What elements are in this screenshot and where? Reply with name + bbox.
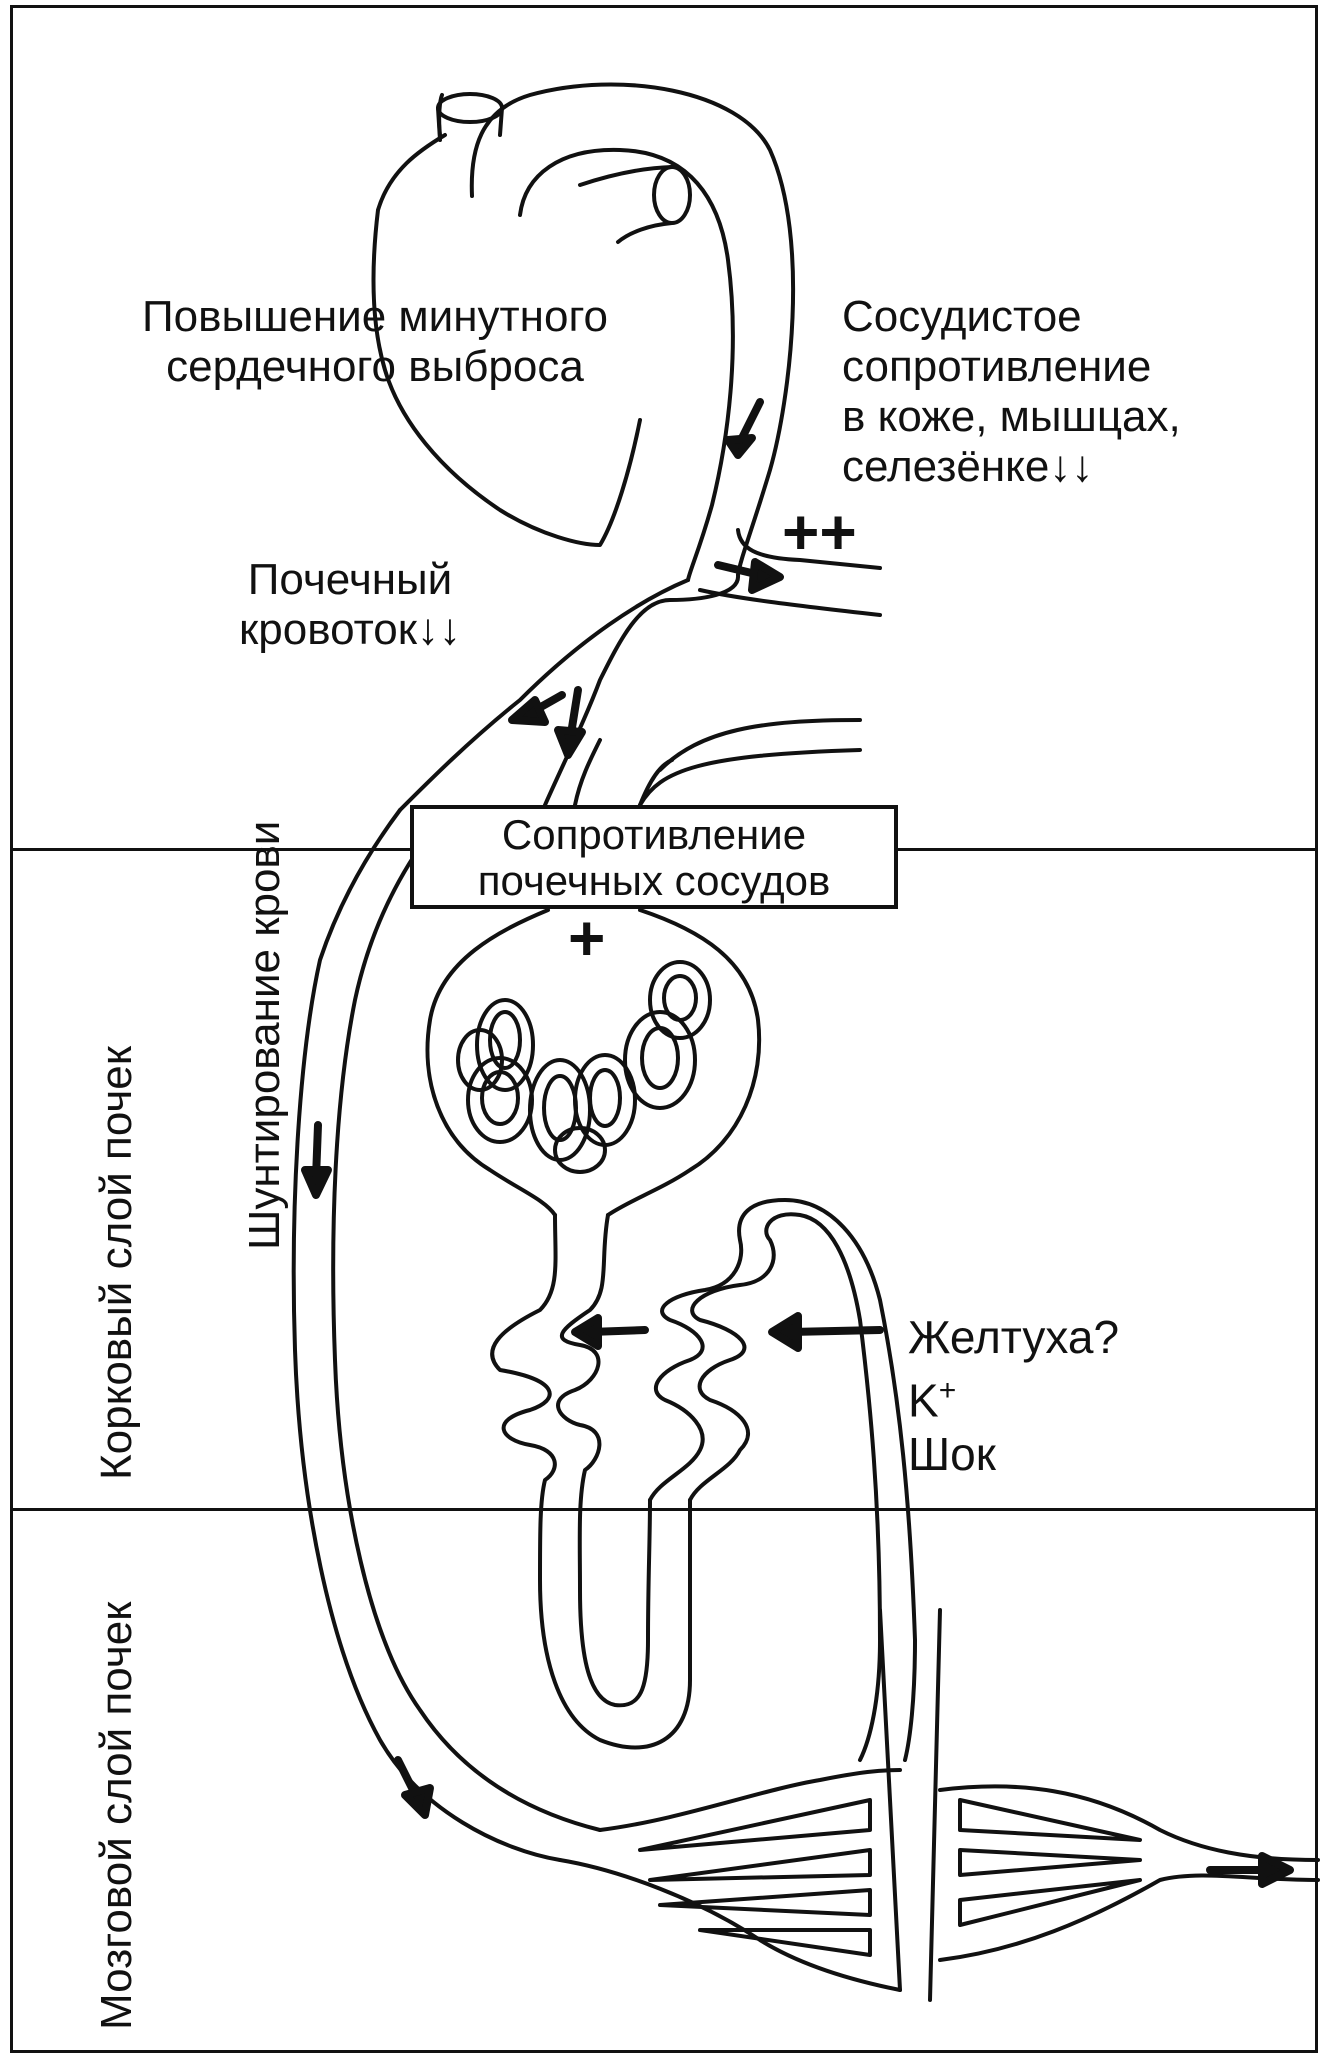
potassium-base: K [908, 1374, 939, 1427]
aorta [469, 82, 796, 582]
vasa-recta [558, 1608, 1320, 2002]
renal-vessel-resistance-line-2: почечных сосудов [477, 857, 831, 904]
medulla-boundary-line [10, 1508, 1318, 1511]
nephron-tubule [490, 1198, 917, 1762]
vascular-resistance-line-3: в коже, мышцах, [842, 392, 1181, 441]
renal-vessel-resistance-box: Сопротивление почечных сосудов [410, 805, 898, 909]
vascular-resistance-line-1: Сосудистое [842, 292, 1082, 341]
potassium-text: K+ [908, 1364, 1119, 1427]
vascular-resistance-line-2: сопротивление [842, 342, 1152, 391]
diagram-frame [10, 5, 1318, 2053]
flow-arrow-icon [301, 398, 1294, 1888]
renal-blood-flow-line-1: Почечный [247, 555, 453, 604]
cardiac-output-line-2: сердечного выброса [166, 342, 584, 391]
shock-text: Шок [908, 1428, 996, 1481]
vascular-resistance-label: Сосудистое сопротивление в коже, мышцах,… [842, 292, 1181, 492]
jaundice-text: Желтуха? [908, 1311, 1120, 1363]
renal-blood-flow-label: Почечный кровоток↓↓ [210, 555, 490, 655]
cortex-label: Корковый слой почек [92, 1045, 141, 1480]
renal-blood-flow-line-2: кровоток↓↓ [239, 605, 461, 654]
factors-label: Желтуха? K+ Шок [908, 1310, 1119, 1481]
shunting-label: Шунтирование крови [240, 820, 289, 1250]
cardiac-output-line-1: Повышение минутного [141, 292, 609, 341]
shunt-vessel [291, 808, 602, 1862]
plus-plus-sign: ++ [782, 496, 857, 568]
plus-sign: + [568, 902, 606, 974]
vascular-resistance-line-4: селезёнке↓↓ [842, 442, 1094, 491]
medulla-label: Мозговой слой почек [92, 1601, 141, 2030]
cardiac-output-label: Повышение минутного сердечного выброса [105, 292, 645, 392]
peripheral-branch [698, 528, 882, 617]
renal-vessel-resistance-line-1: Сопротивление [501, 811, 807, 858]
potassium-sup: + [938, 1374, 957, 1407]
glomerulus-icon [425, 908, 762, 1217]
